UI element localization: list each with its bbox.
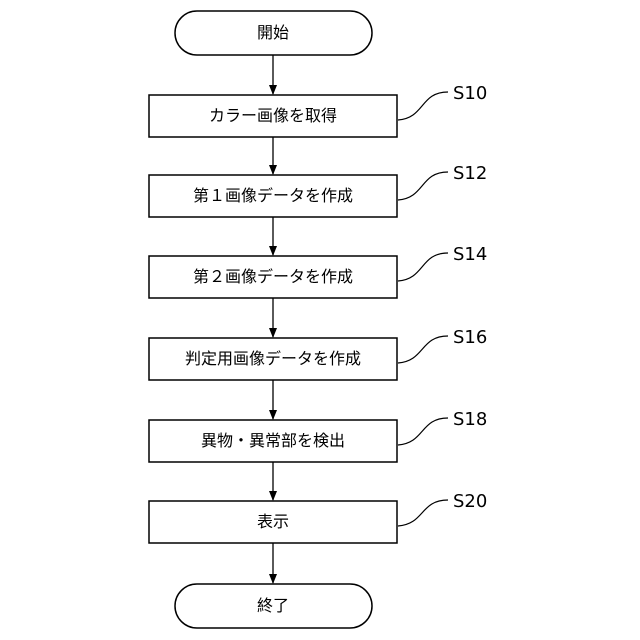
step-s20-label: S20 (453, 491, 487, 512)
leader-s16 (398, 336, 448, 363)
end-label: 終了 (257, 596, 289, 615)
step-s16-text: 判定用画像データを作成 (185, 349, 361, 368)
step-s10-text: カラー画像を取得 (209, 106, 337, 125)
step-s18-text: 異物・異常部を検出 (201, 431, 345, 450)
leader-s20 (398, 500, 448, 526)
step-s14-label: S14 (453, 244, 487, 265)
step-s16: 判定用画像データを作成 (149, 338, 397, 380)
step-s18: 異物・異常部を検出 (149, 420, 397, 462)
leader-s12 (398, 172, 448, 200)
step-s20: 表示 (149, 501, 397, 543)
step-s20-text: 表示 (257, 512, 289, 531)
step-s12-text: 第１画像データを作成 (193, 186, 353, 205)
step-s16-label: S16 (453, 327, 487, 348)
step-s10-label: S10 (453, 83, 487, 104)
step-s18-label: S18 (453, 409, 487, 430)
step-s12: 第１画像データを作成 (149, 175, 397, 217)
end-terminal: 終了 (175, 584, 372, 628)
start-terminal: 開始 (175, 11, 372, 55)
leader-s10 (398, 92, 448, 120)
step-s14: 第２画像データを作成 (149, 256, 397, 298)
step-s12-label: S12 (453, 163, 487, 184)
step-s14-text: 第２画像データを作成 (193, 267, 353, 286)
start-label: 開始 (257, 23, 289, 42)
step-s10: カラー画像を取得 (149, 95, 397, 137)
leader-s14 (398, 253, 448, 281)
leader-s18 (398, 418, 448, 445)
